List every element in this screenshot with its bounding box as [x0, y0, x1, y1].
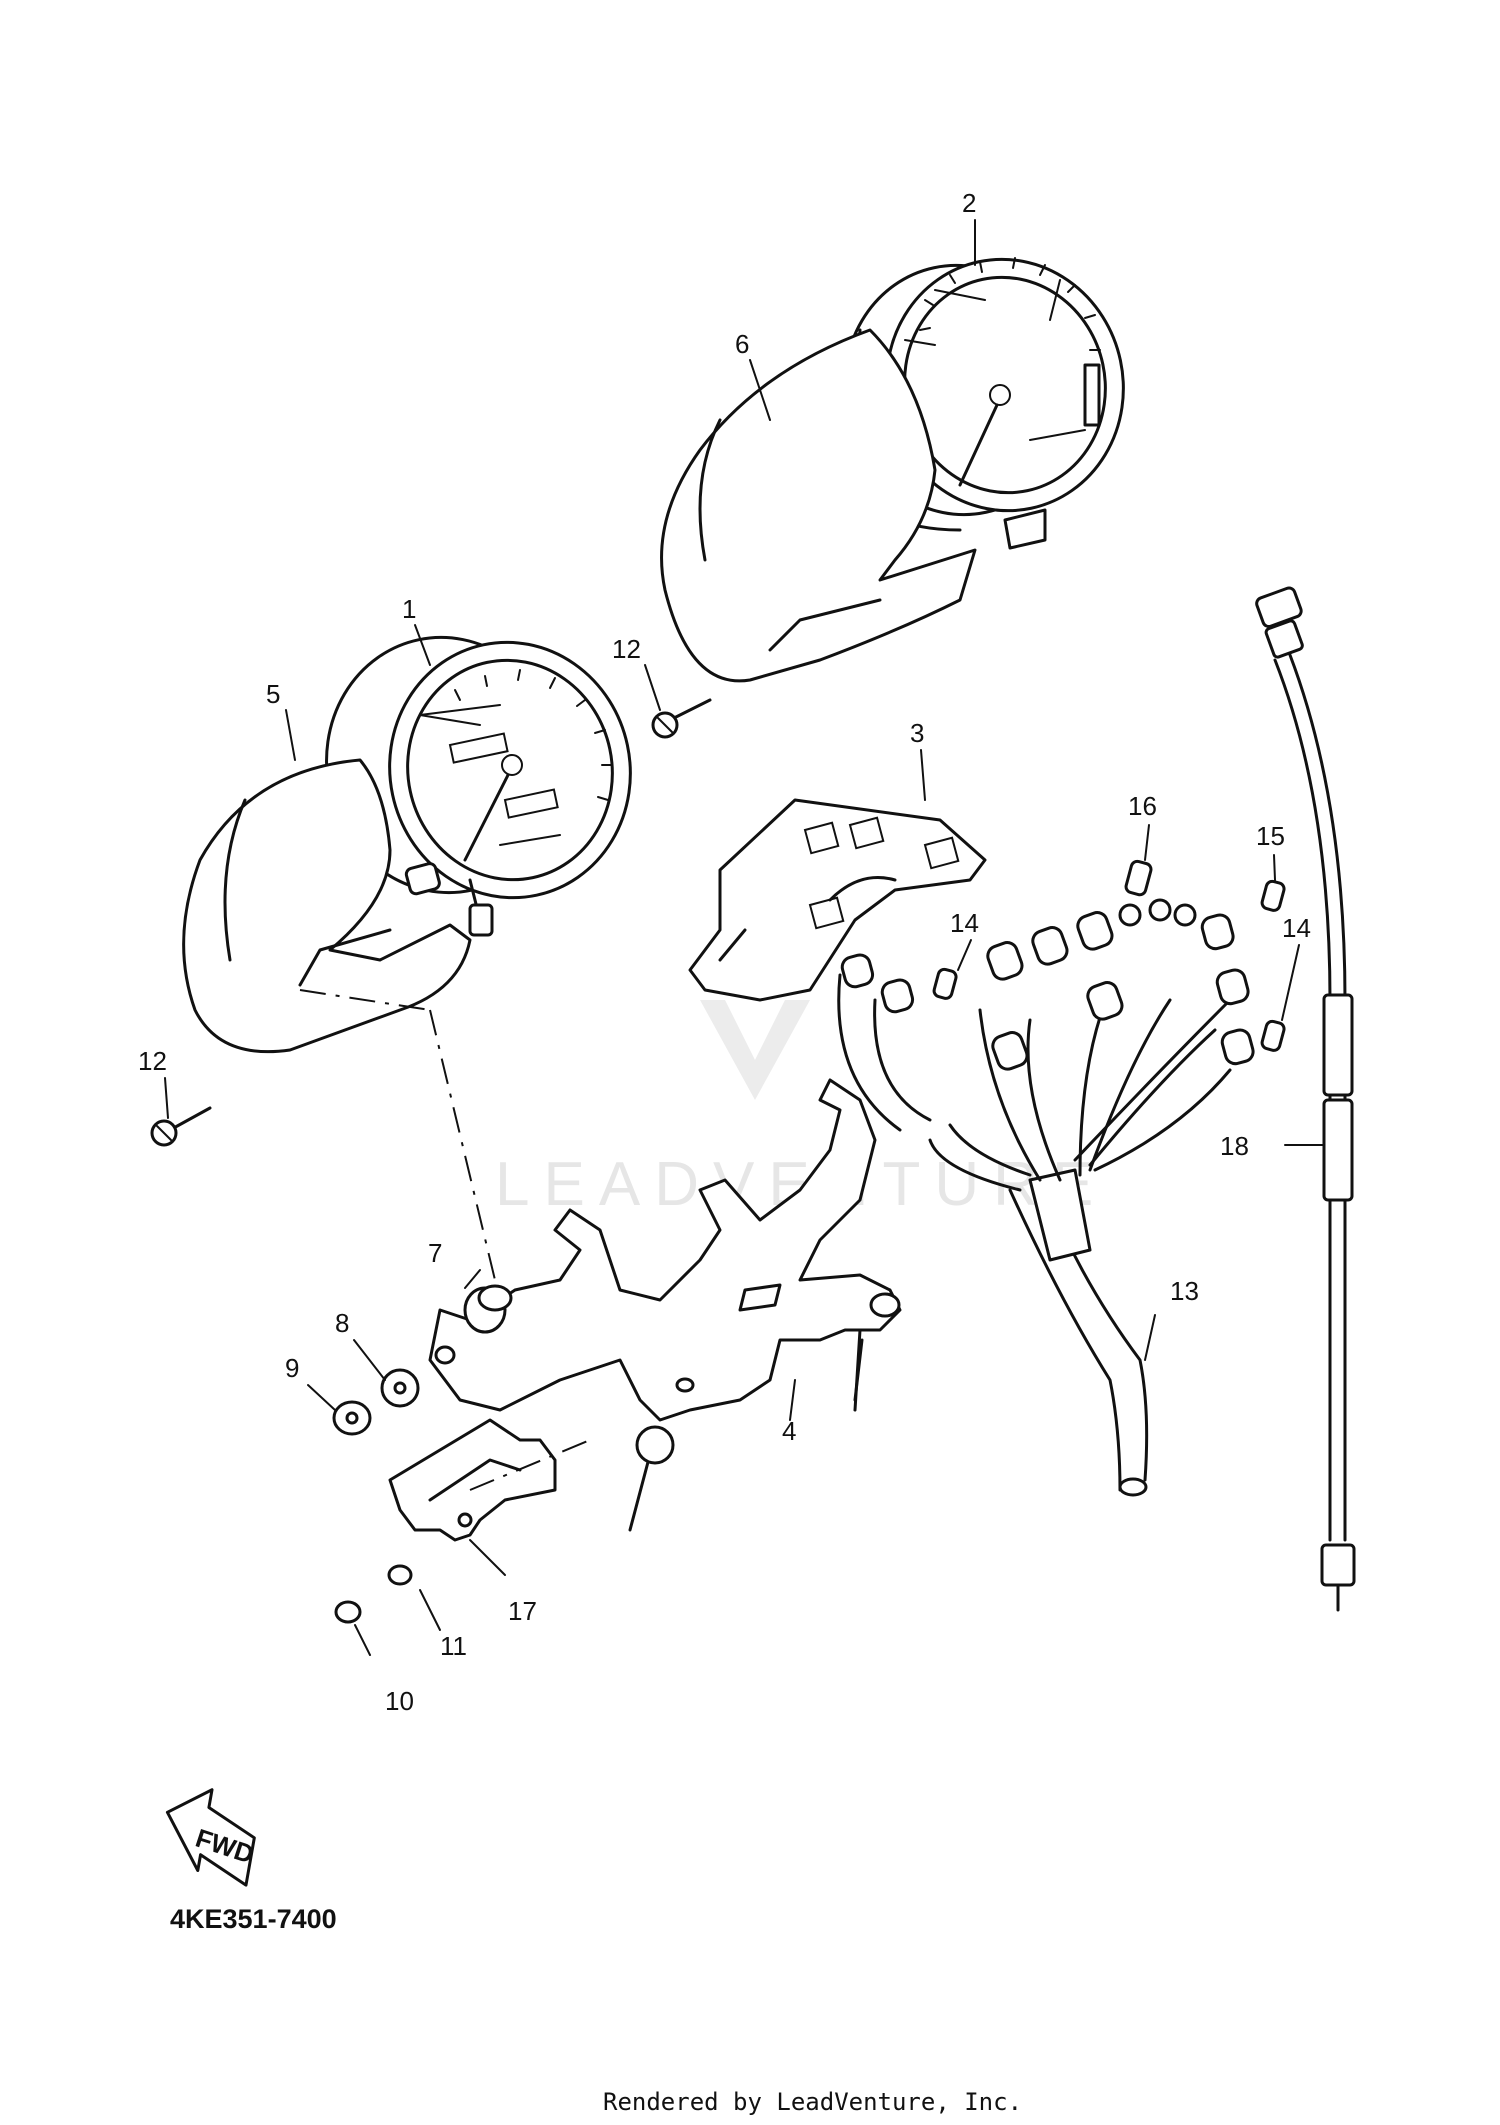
callout-17: 17 [508, 1596, 537, 1626]
diagram-code: 4KE351-7400 [170, 1904, 337, 1934]
speedometer-cover [182, 758, 472, 1054]
wire-harness [837, 898, 1255, 1497]
screw-upper [651, 698, 712, 739]
callout-18: 18 [1220, 1131, 1249, 1161]
collar [380, 1368, 420, 1408]
callout-3: 3 [910, 718, 924, 748]
callout-14-right: 14 [1282, 913, 1311, 943]
callout-11: 11 [440, 1631, 467, 1661]
callout-12-lower: 12 [138, 1046, 167, 1076]
callout-1: 1 [402, 594, 416, 624]
callout-9: 9 [285, 1353, 299, 1383]
grommet [463, 1284, 513, 1334]
callout-6: 6 [735, 329, 749, 359]
callout-7: 7 [428, 1238, 442, 1268]
callout-15: 15 [1256, 821, 1285, 851]
callout-14-left: 14 [950, 908, 979, 938]
fwd-arrow: FWD [165, 1788, 258, 1887]
callout-4: 4 [782, 1416, 796, 1446]
speedometer-cable [1255, 586, 1356, 1612]
indicator-housing [688, 798, 987, 1002]
callout-12-upper: 12 [612, 634, 641, 664]
callout-5: 5 [266, 679, 280, 709]
assembly-line [299, 989, 591, 1491]
callout-10: 10 [385, 1686, 414, 1716]
bulb-14-left [932, 967, 958, 1000]
screw-lower [150, 1106, 212, 1147]
lower-plate [388, 1418, 557, 1542]
callout-13: 13 [1170, 1276, 1199, 1306]
tachometer-cover [660, 328, 977, 683]
bulb-15 [1260, 879, 1286, 912]
bulb-16 [1124, 859, 1153, 897]
callout-2: 2 [962, 188, 976, 218]
nut [332, 1400, 372, 1436]
washer [387, 1564, 413, 1586]
bulb-14-right [1260, 1019, 1286, 1052]
callout-16: 16 [1128, 791, 1157, 821]
callout-8: 8 [335, 1308, 349, 1338]
bolt [334, 1600, 362, 1624]
callouts: 1 2 3 4 5 6 7 8 9 10 11 12 12 13 14 14 1… [138, 188, 1311, 1716]
footer-credit: Rendered by LeadVenture, Inc. [603, 2088, 1022, 2116]
meter-bracket [428, 1078, 902, 1532]
leader-lines [164, 219, 1325, 1656]
tachometer-gauge [825, 257, 1125, 550]
